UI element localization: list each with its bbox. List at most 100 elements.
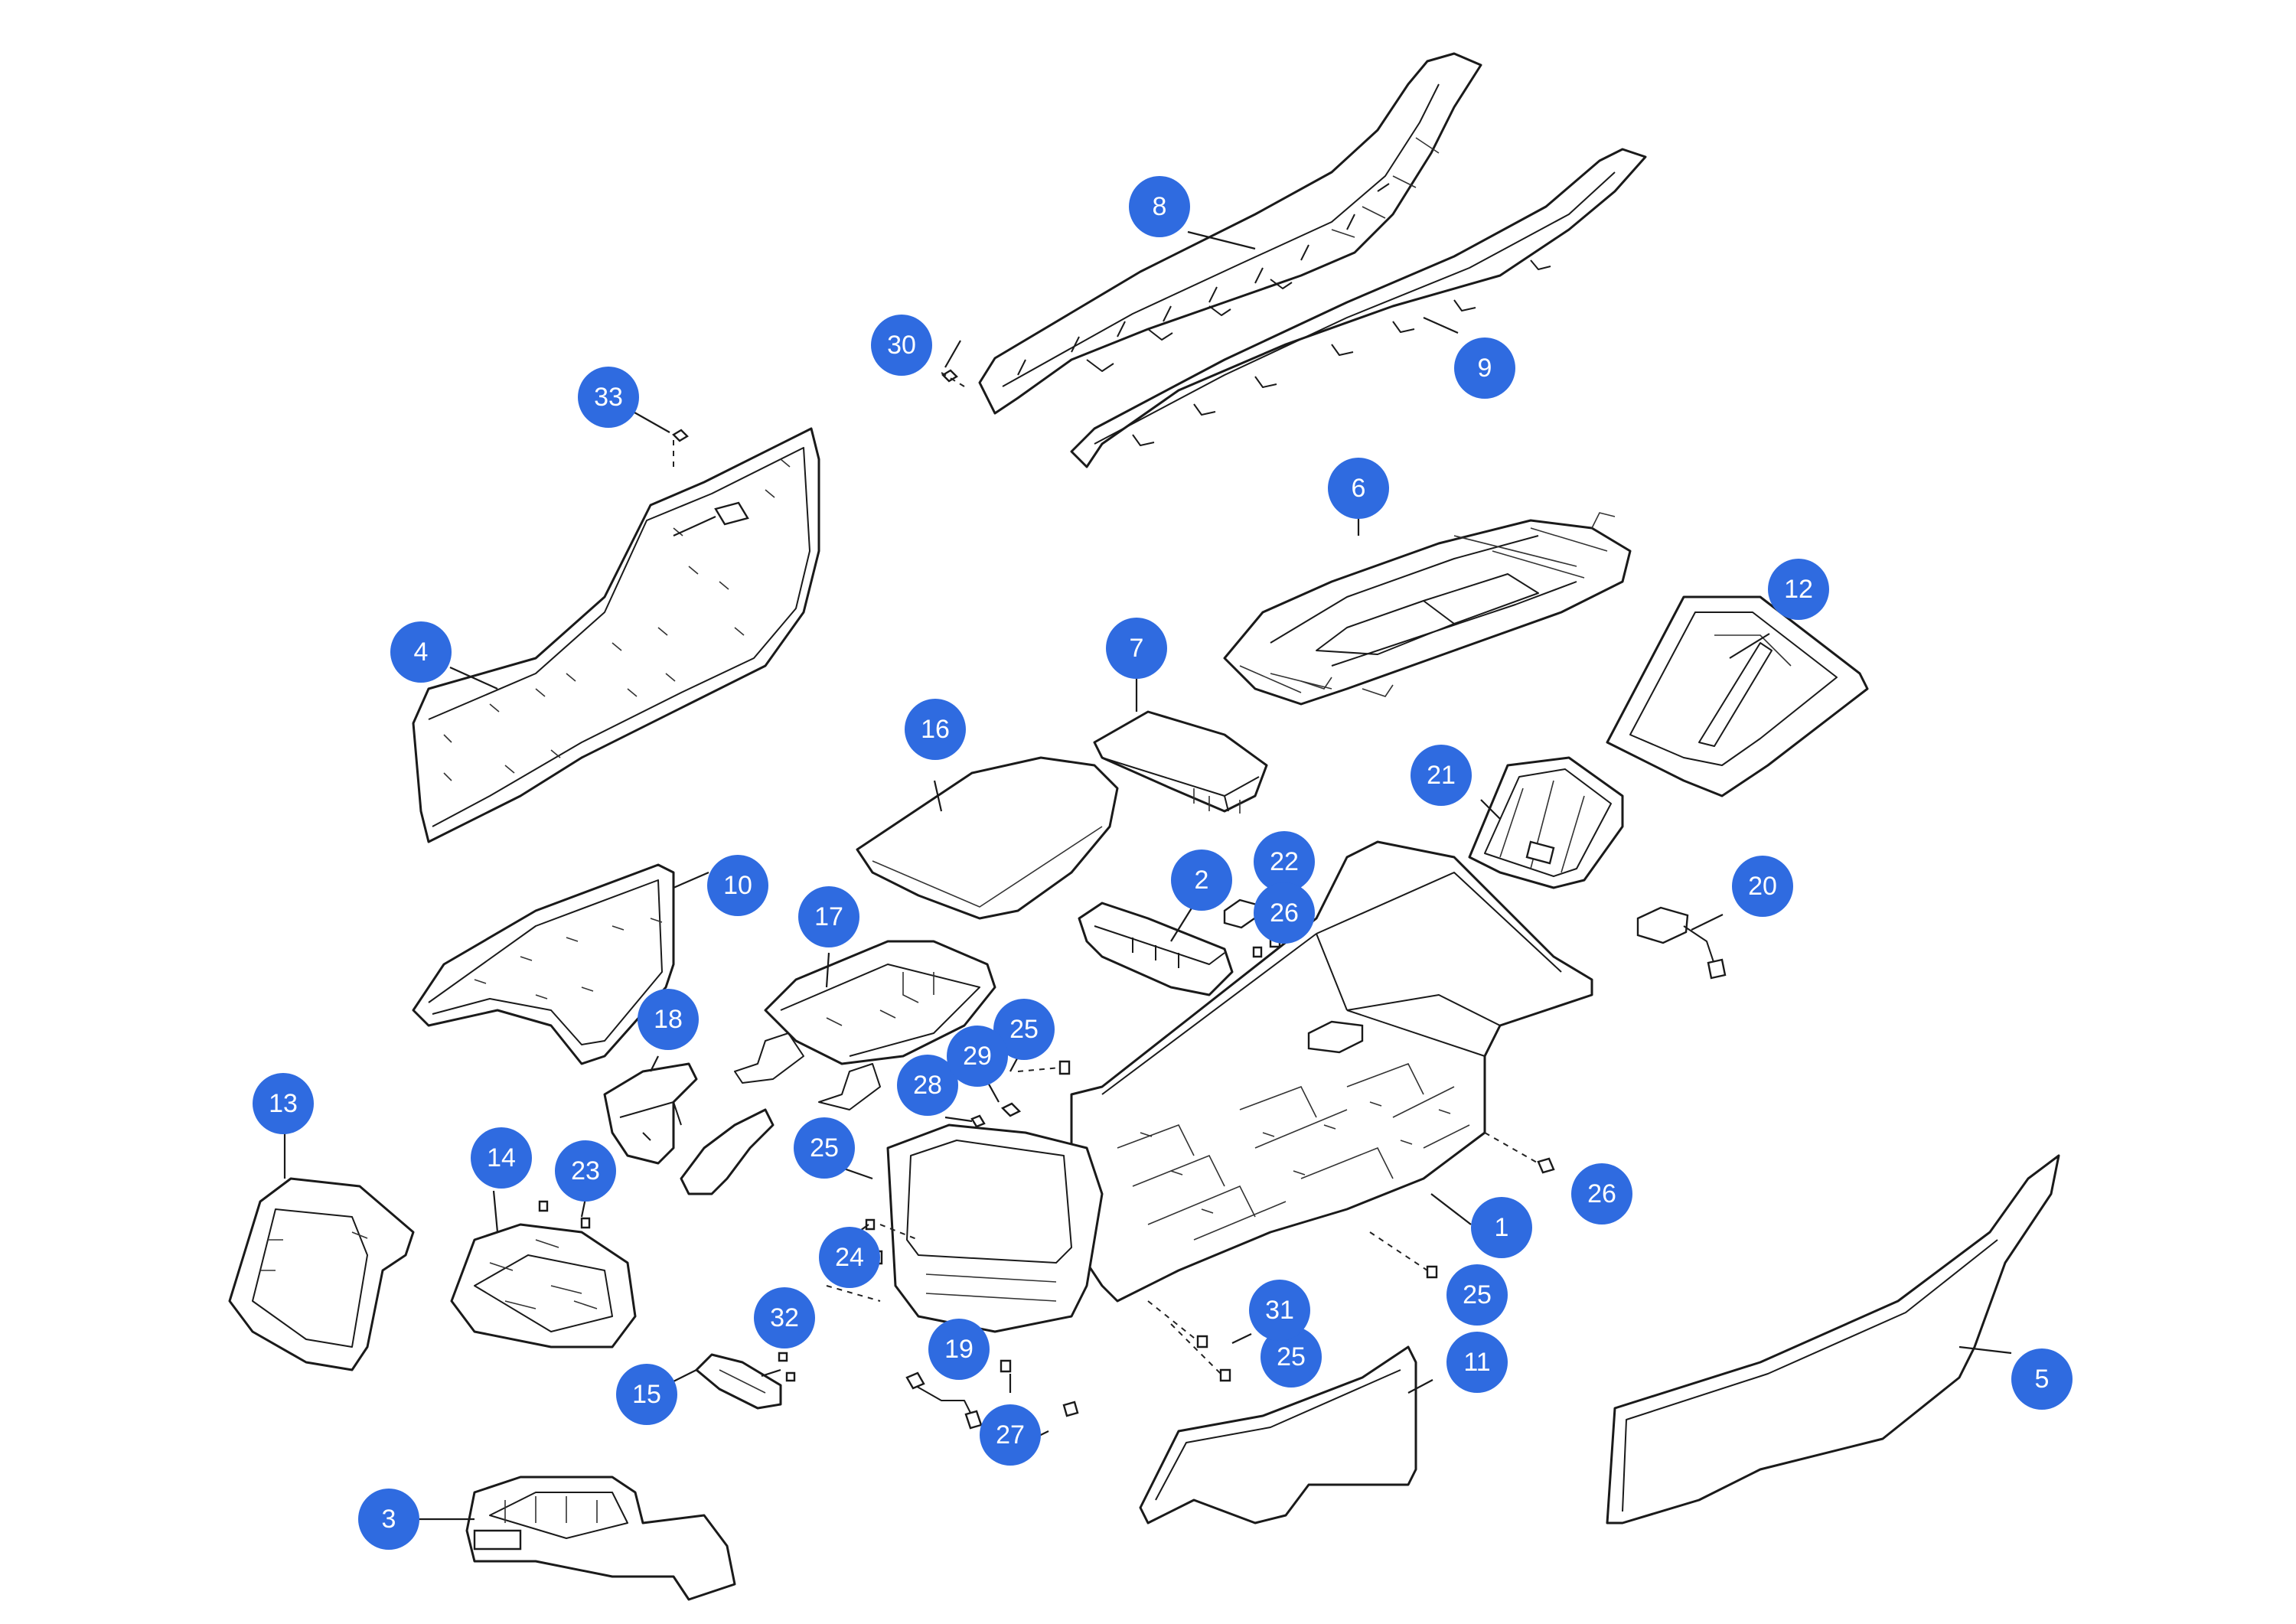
callout-29: 29 [947,1026,1008,1087]
callout-26: 26 [1571,1163,1632,1225]
part-9-top-trim [1070,148,1647,468]
part-13-bezel-frame [228,1177,415,1371]
callout-11: 11 [1446,1332,1508,1393]
part-19-harness [905,1371,983,1430]
callout-17: 17 [798,886,859,947]
callout-25: 25 [1446,1264,1508,1326]
callout-7: 7 [1106,618,1167,679]
part-16-armrest-pad [856,756,1119,920]
part-1-console-body [1070,840,1593,1303]
callout-25: 25 [794,1117,855,1179]
callout-9: 9 [1454,338,1515,399]
svg-text:21: 21 [1427,761,1456,790]
callout-14: 14 [471,1127,532,1189]
part-3-rear-vent-housing [465,1476,736,1601]
svg-text:4: 4 [414,638,429,667]
callout-32: 32 [754,1287,815,1348]
front-display-housing [886,1123,1104,1333]
svg-text:2: 2 [1195,866,1209,895]
svg-text:12: 12 [1784,575,1813,604]
callout-16: 16 [905,699,966,760]
svg-text:22: 22 [1270,847,1299,876]
svg-text:1: 1 [1495,1213,1509,1242]
callout-22: 22 [1254,831,1315,892]
svg-text:33: 33 [594,383,623,412]
svg-text:7: 7 [1130,634,1144,663]
callout-1: 1 [1471,1197,1532,1258]
callout-25: 25 [993,999,1055,1060]
callout-23: 23 [555,1140,616,1202]
svg-text:27: 27 [996,1420,1025,1450]
leader-lines [283,230,2012,1521]
callout-27: 27 [980,1404,1041,1466]
callout-19: 19 [928,1319,990,1380]
part-10-panel [412,863,675,1065]
callout-15: 15 [616,1364,677,1425]
part-4-side-panel-left [412,427,820,843]
callout-5: 5 [2011,1348,2073,1410]
svg-text:26: 26 [1587,1179,1616,1208]
callout-18: 18 [638,989,699,1050]
callout-20: 20 [1732,856,1793,917]
svg-text:24: 24 [835,1243,864,1272]
svg-text:16: 16 [921,715,950,744]
svg-text:19: 19 [944,1335,974,1364]
part-6-tray-mechanism [1223,512,1632,706]
callout-12: 12 [1768,559,1829,620]
svg-text:23: 23 [571,1156,600,1185]
svg-text:29: 29 [963,1042,992,1071]
svg-text:14: 14 [487,1143,516,1172]
part-11-lower-panel [1139,1345,1417,1525]
svg-text:25: 25 [1463,1280,1492,1309]
callout-21: 21 [1411,745,1472,806]
svg-text:10: 10 [723,871,752,900]
callout-4: 4 [390,621,452,683]
fastener-axis-lines [673,372,1539,1375]
part-14-climate-module [450,1223,637,1348]
svg-text:25: 25 [1277,1342,1306,1371]
svg-text:18: 18 [654,1005,683,1034]
callout-2: 2 [1171,850,1232,911]
svg-text:15: 15 [632,1380,661,1409]
part-22-clip [1223,898,1258,929]
svg-text:17: 17 [814,902,843,931]
svg-text:30: 30 [887,331,916,360]
part-2-bracket [1078,902,1234,996]
callout-33: 33 [578,367,639,428]
part-21-switch-module [1468,756,1624,889]
callout-31: 31 [1249,1280,1310,1341]
callout-24: 24 [819,1227,880,1288]
svg-text:6: 6 [1352,474,1366,503]
svg-text:9: 9 [1478,354,1492,383]
part-8-upper-bracket [978,52,1482,415]
callout-28: 28 [897,1055,958,1116]
svg-text:20: 20 [1748,872,1777,901]
svg-text:13: 13 [269,1089,298,1118]
svg-text:3: 3 [382,1505,396,1534]
svg-text:28: 28 [913,1071,942,1100]
svg-text:8: 8 [1153,192,1167,221]
svg-text:26: 26 [1270,898,1299,928]
callout-8: 8 [1129,176,1190,237]
callout-3: 3 [358,1489,419,1550]
svg-text:31: 31 [1265,1296,1294,1325]
svg-text:11: 11 [1463,1348,1490,1377]
part-20-connector [1636,906,1727,980]
callout-26: 26 [1254,882,1315,944]
callout-6: 6 [1328,458,1389,519]
callout-25: 25 [1261,1326,1322,1388]
part-7-lid [1093,710,1268,814]
part-12-rear-panel [1606,595,1869,797]
part-15-trim [695,1353,782,1410]
svg-text:25: 25 [1009,1015,1039,1044]
callout-10: 10 [707,855,768,916]
callout-13: 13 [253,1073,314,1134]
part-5-side-panel-right [1606,1154,2060,1525]
svg-text:25: 25 [810,1133,839,1163]
part-18-hinge-brackets [603,1062,775,1195]
part-17-hinge-frame [734,940,996,1110]
svg-text:32: 32 [770,1303,799,1332]
callout-30: 30 [871,315,932,376]
svg-text:5: 5 [2035,1365,2050,1394]
